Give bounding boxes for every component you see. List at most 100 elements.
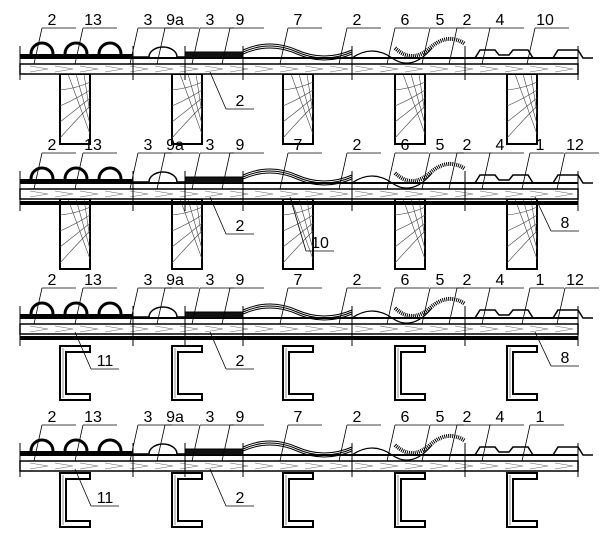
deck-hatch [429, 325, 449, 333]
callout-label: 3 [206, 409, 215, 426]
callout-label: 9 [236, 409, 245, 426]
leader-line [74, 468, 92, 507]
corrugated-sheet-7 [242, 442, 353, 456]
callout-label: 2 [353, 12, 362, 29]
callout-label: 7 [294, 12, 303, 29]
deck-hatch [279, 190, 299, 198]
deck-hatch [179, 325, 199, 333]
leader-line [279, 152, 289, 190]
half-round-tile [97, 41, 123, 55]
steel-channel [59, 345, 91, 401]
leader-line [521, 424, 531, 462]
half-round-tile [29, 301, 55, 315]
leader-line [421, 287, 431, 325]
leader-line [481, 287, 491, 325]
leader-line [279, 287, 289, 325]
deck-hatch [379, 325, 399, 333]
callout-label: 1 [536, 409, 545, 426]
deck-hatch [379, 190, 399, 198]
leader-line [74, 287, 84, 325]
leader-line [338, 27, 348, 65]
leader-line [221, 424, 231, 462]
callout-label: 2 [48, 272, 57, 289]
callout-label: 1 [536, 272, 545, 289]
deck-hatch [354, 325, 374, 333]
half-round-tile [29, 41, 55, 55]
wood-grain [514, 73, 538, 135]
steel-channel [282, 345, 314, 401]
wood-grain [394, 105, 426, 139]
leader-line [156, 152, 166, 190]
deck-hatch [454, 190, 474, 198]
channel-profile [506, 345, 538, 401]
deck-hatch [354, 462, 374, 470]
deck-hatch [304, 65, 324, 73]
sheet-9 [184, 176, 244, 184]
wood-grain [67, 73, 91, 135]
leader-line [386, 27, 396, 65]
leader-line [33, 424, 43, 462]
leader-line [421, 424, 431, 462]
callout-label: 9 [236, 272, 245, 289]
leader-line [421, 27, 431, 65]
callout-label: 2 [48, 409, 57, 426]
callout-label: 3 [144, 272, 153, 289]
callout-label: 3 [206, 12, 215, 29]
leader-line [191, 287, 201, 325]
callout-label: 3 [144, 137, 153, 154]
callout-label: 4 [496, 409, 505, 426]
deck-hatch [279, 65, 299, 73]
half-round-tile [97, 438, 123, 452]
channel-profile [59, 345, 91, 401]
deck-hatch [54, 462, 74, 470]
callout-label: 9a [166, 272, 184, 289]
deck-hatch [329, 325, 349, 333]
deck-hatch [154, 462, 174, 470]
callout-label: 2 [236, 93, 245, 110]
callout-label: 11 [97, 490, 114, 507]
wood-grain [171, 81, 203, 91]
deck-hatch [179, 65, 199, 73]
deck-hatch [429, 462, 449, 470]
callout-label: 12 [566, 137, 584, 154]
leader-line [74, 152, 84, 190]
wood-grain [418, 73, 426, 115]
deck-hatch [454, 65, 474, 73]
deck-hatch [404, 190, 424, 198]
callout-label: 2 [353, 409, 362, 426]
steel-channel [171, 345, 203, 401]
callout-label: 6 [401, 272, 410, 289]
callout-label: 9a [166, 137, 184, 154]
leader-line [209, 196, 227, 235]
leader-line [338, 287, 348, 325]
channel-profile [59, 472, 91, 528]
callout-label: 6 [401, 409, 410, 426]
deck-hatch [254, 65, 274, 73]
callout-label: 9 [236, 12, 245, 29]
deck-hatch [479, 65, 499, 73]
corrugated-sheet-7 [242, 47, 353, 61]
deck-hatch [129, 190, 149, 198]
leader-line [129, 287, 139, 325]
leader-line [156, 27, 166, 65]
timber-beam [506, 73, 538, 145]
half-round-tile [97, 301, 123, 315]
wood-grain [179, 73, 203, 135]
callout-label: 6 [401, 137, 410, 154]
deck-board [19, 323, 579, 335]
leader-line [221, 152, 231, 190]
corrugated-sheet-7 [242, 168, 353, 182]
wood-grain [75, 198, 91, 250]
deck-hatch [179, 190, 199, 198]
wood-grain [402, 73, 426, 135]
wood-grain [179, 198, 203, 260]
wood-grain [67, 198, 91, 260]
deck-hatch [129, 65, 149, 73]
corrugated-sheet-5 [393, 161, 467, 183]
wood-grain [59, 81, 91, 91]
leader-line [481, 27, 491, 65]
callout-label: 3 [144, 409, 153, 426]
